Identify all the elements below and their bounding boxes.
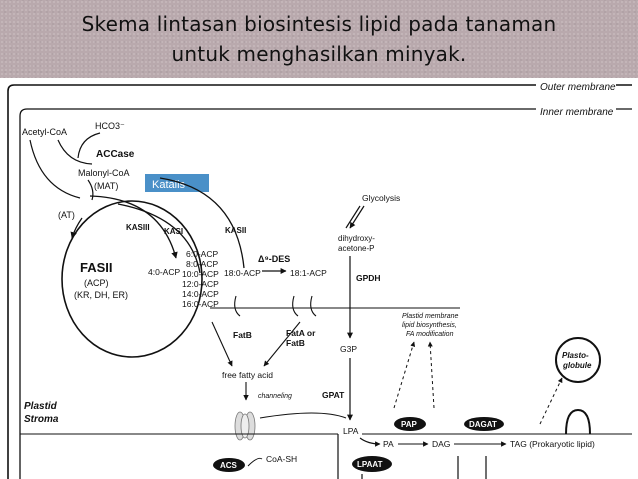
lpaat-label: LPAAT <box>357 460 383 469</box>
fata-arrow <box>263 321 301 367</box>
pa-label: PA <box>383 439 394 449</box>
kasi-label: KASI <box>164 227 183 236</box>
channeling-label: channeling <box>258 393 292 400</box>
inner-membrane-label: Inner membrane <box>540 107 614 118</box>
acyl-181-label: 18:1-ACP <box>290 268 327 278</box>
coa-sh-label: CoA-SH <box>266 454 297 464</box>
plastid-membrane-label-3: FA modification <box>406 331 454 338</box>
kr-dh-er-label: (KR, DH, ER) <box>74 290 128 300</box>
plastoglobule-label-1: Plasto- <box>562 351 589 360</box>
acyl-40-label: 4:0-ACP <box>148 267 180 277</box>
acs-label: ACS <box>220 461 238 470</box>
outer-membrane-label-bg <box>536 78 616 94</box>
acyl-180-label: 18:0-ACP <box>224 268 261 278</box>
kasii-arc <box>159 177 245 269</box>
mat-label: (MAT) <box>94 181 118 191</box>
dag-to-membrane-dashed-arrow <box>427 341 435 409</box>
fata-branch <box>310 295 317 317</box>
lpa-to-pa-arrow <box>359 437 381 447</box>
fatb-label: FatB <box>233 330 252 340</box>
membrane-bump <box>565 408 591 435</box>
fata-label-1: FatA or <box>286 328 316 338</box>
lipid-pathway-diagram: Outer membrane Inner membrane Acetyl-CoA… <box>7 78 632 479</box>
slide-title-line-2: untuk menghasilkan minyak. <box>171 42 467 66</box>
acyl-140-label: 14:0-ACP <box>182 289 219 299</box>
lpa-label: LPA <box>343 426 359 436</box>
outer-membrane-line <box>7 84 632 479</box>
fasii-entry-arrow <box>70 217 83 239</box>
plastid-stroma-label-1: Plastid <box>24 401 58 412</box>
hco3-label: HCO3⁻ <box>95 121 125 131</box>
inner-membrane-line <box>19 108 632 479</box>
glycolysis-arrow-2 <box>345 205 361 229</box>
free-fatty-acid-label: free fatty acid <box>222 370 273 380</box>
glycolysis-arrow-1 <box>349 205 365 229</box>
slide-title-line-1: Skema lintasan biosintesis lipid pada ta… <box>81 12 557 36</box>
fatb-branch <box>234 295 241 317</box>
inner-membrane-label-bg <box>536 104 616 118</box>
acyl-60-label: 6:0-ACP <box>186 249 218 259</box>
pap-enzyme-oval <box>394 417 426 431</box>
hco3-arc <box>77 132 101 159</box>
ffa-to-gpat-line <box>259 412 347 419</box>
gpdh-label: GPDH <box>356 273 381 283</box>
acs-enzyme-oval <box>213 458 245 472</box>
gpat-label: GPAT <box>322 390 345 400</box>
kasi-arc <box>117 203 201 274</box>
acyl-160-label: 16:0-ACP <box>182 299 219 309</box>
channel-protein-3 <box>240 413 250 439</box>
malonyl-arrow <box>87 179 94 201</box>
plastoglobule-label-2: globule <box>562 361 592 370</box>
tag-to-globule-dashed-arrow <box>539 377 563 425</box>
fasii-cycle <box>61 200 203 358</box>
malonyl-coa-label: Malonyl-CoA <box>78 168 130 178</box>
katalis-callout-label: Katalis <box>152 179 186 191</box>
fata-label-2: FatB <box>286 338 305 348</box>
fata-branch-2 <box>292 295 299 317</box>
dhap-label-2: acetone-P <box>338 244 374 253</box>
tag-label: TAG (Prokaryotic lipid) <box>510 439 595 449</box>
d9-des-label: Δ⁹-DES <box>258 254 290 264</box>
pa-to-membrane-dashed-arrow <box>393 341 416 409</box>
dag-label: DAG <box>432 439 450 449</box>
acetyl-coa-label: Acetyl-CoA <box>22 127 67 137</box>
acetyl-coa-arc <box>57 139 93 165</box>
kasii-label: KASII <box>225 226 246 235</box>
accase-label: ACCase <box>96 149 135 160</box>
plastid-membrane-label-2: lipid biosynthesis, <box>402 322 457 329</box>
plastid-membrane-label-1: Plastid membrane <box>402 313 459 320</box>
dagat-label: DAGAT <box>469 420 497 429</box>
fasii-label: FASII <box>80 260 113 275</box>
glycolysis-label: Glycolysis <box>362 193 400 203</box>
plastoglobule <box>555 337 601 383</box>
acyl-120-label: 12:0-ACP <box>182 279 219 289</box>
lpaat-enzyme-oval <box>352 456 392 472</box>
pap-label: PAP <box>401 420 418 429</box>
fatb-arrow <box>211 321 233 367</box>
g3p-label: G3P <box>340 344 357 354</box>
acp-label: (ACP) <box>84 278 109 288</box>
acetyl-to-fas-arc <box>29 139 81 199</box>
acyl-80-label: 8:0-ACP <box>186 259 218 269</box>
plastid-stroma-label-2: Stroma <box>24 414 59 425</box>
coa-sh-arc <box>247 457 263 467</box>
outer-membrane-label: Outer membrane <box>540 82 616 93</box>
title-bar: Skema lintasan biosintesis lipid pada ta… <box>0 0 638 78</box>
acyl-100-label: 10:0-ACP <box>182 269 219 279</box>
kasiii-label: KASIII <box>126 223 150 232</box>
at-label: (AT) <box>58 210 75 220</box>
dhap-label-1: dihydroxy- <box>338 234 375 243</box>
dagat-enzyme-oval <box>464 417 504 431</box>
